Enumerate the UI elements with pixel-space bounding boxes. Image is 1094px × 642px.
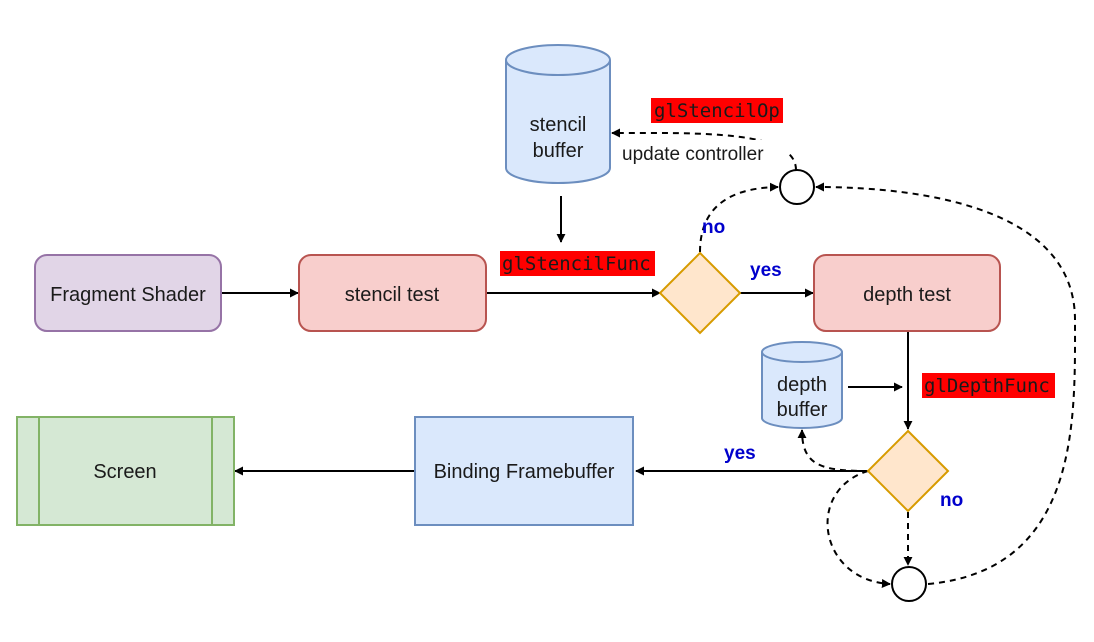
stencil-yes-label: yes [750, 260, 782, 281]
stencil-buffer-label-line2: buffer [533, 140, 584, 162]
depth-yes-label: yes [724, 443, 756, 464]
update-merge-circle [779, 169, 815, 205]
depth-buffer-label-line2: buffer [777, 399, 828, 421]
stencil-op-tag: glStencilOp [651, 98, 783, 123]
dashed-edges [611, 128, 1077, 589]
edge-depth-fail-to-merge [826, 470, 891, 589]
stencil-func-tag: glStencilFunc [500, 251, 655, 276]
edge-update-to-stencil-buffer [611, 128, 797, 171]
screen-node: Screen [16, 416, 235, 526]
binding-framebuffer-node: Binding Framebuffer [414, 416, 634, 526]
stencil-no-label: no [702, 217, 725, 238]
stencil-decision-node [658, 251, 742, 335]
depth-no-label: no [940, 490, 963, 511]
depth-test-node: depth test [813, 254, 1001, 332]
edge-depth-yes-to-depth-buffer [797, 429, 869, 472]
edge-stencil-no-to-update [699, 182, 779, 253]
depth-test-label: depth test [863, 284, 951, 306]
depth-func-tag: glDepthFunc [922, 373, 1055, 398]
stencil-buffer-label-line1: stencil [530, 114, 587, 136]
depth-buffer-label-line1: depth [777, 374, 827, 396]
stencil-op-label: glStencilOp [654, 100, 780, 122]
depth-func-label: glDepthFunc [924, 375, 1050, 397]
binding-framebuffer-label: Binding Framebuffer [434, 461, 615, 483]
update-controller-label: update controller [622, 144, 764, 165]
depth-buffer-node: depth buffer [761, 341, 843, 429]
fragment-shader-label: Fragment Shader [50, 284, 206, 306]
depth-fail-merge-circle [891, 566, 927, 602]
stencil-test-label: stencil test [345, 284, 440, 306]
stencil-test-node: stencil test [298, 254, 487, 332]
edges [222, 196, 913, 476]
stencil-buffer-node: stencil buffer [505, 44, 611, 184]
fragment-shader-node: Fragment Shader [34, 254, 222, 332]
stencil-func-label: glStencilFunc [502, 253, 651, 275]
edge-merge-to-update [815, 182, 1077, 585]
depth-decision-node [866, 429, 950, 513]
screen-label: Screen [93, 461, 156, 483]
